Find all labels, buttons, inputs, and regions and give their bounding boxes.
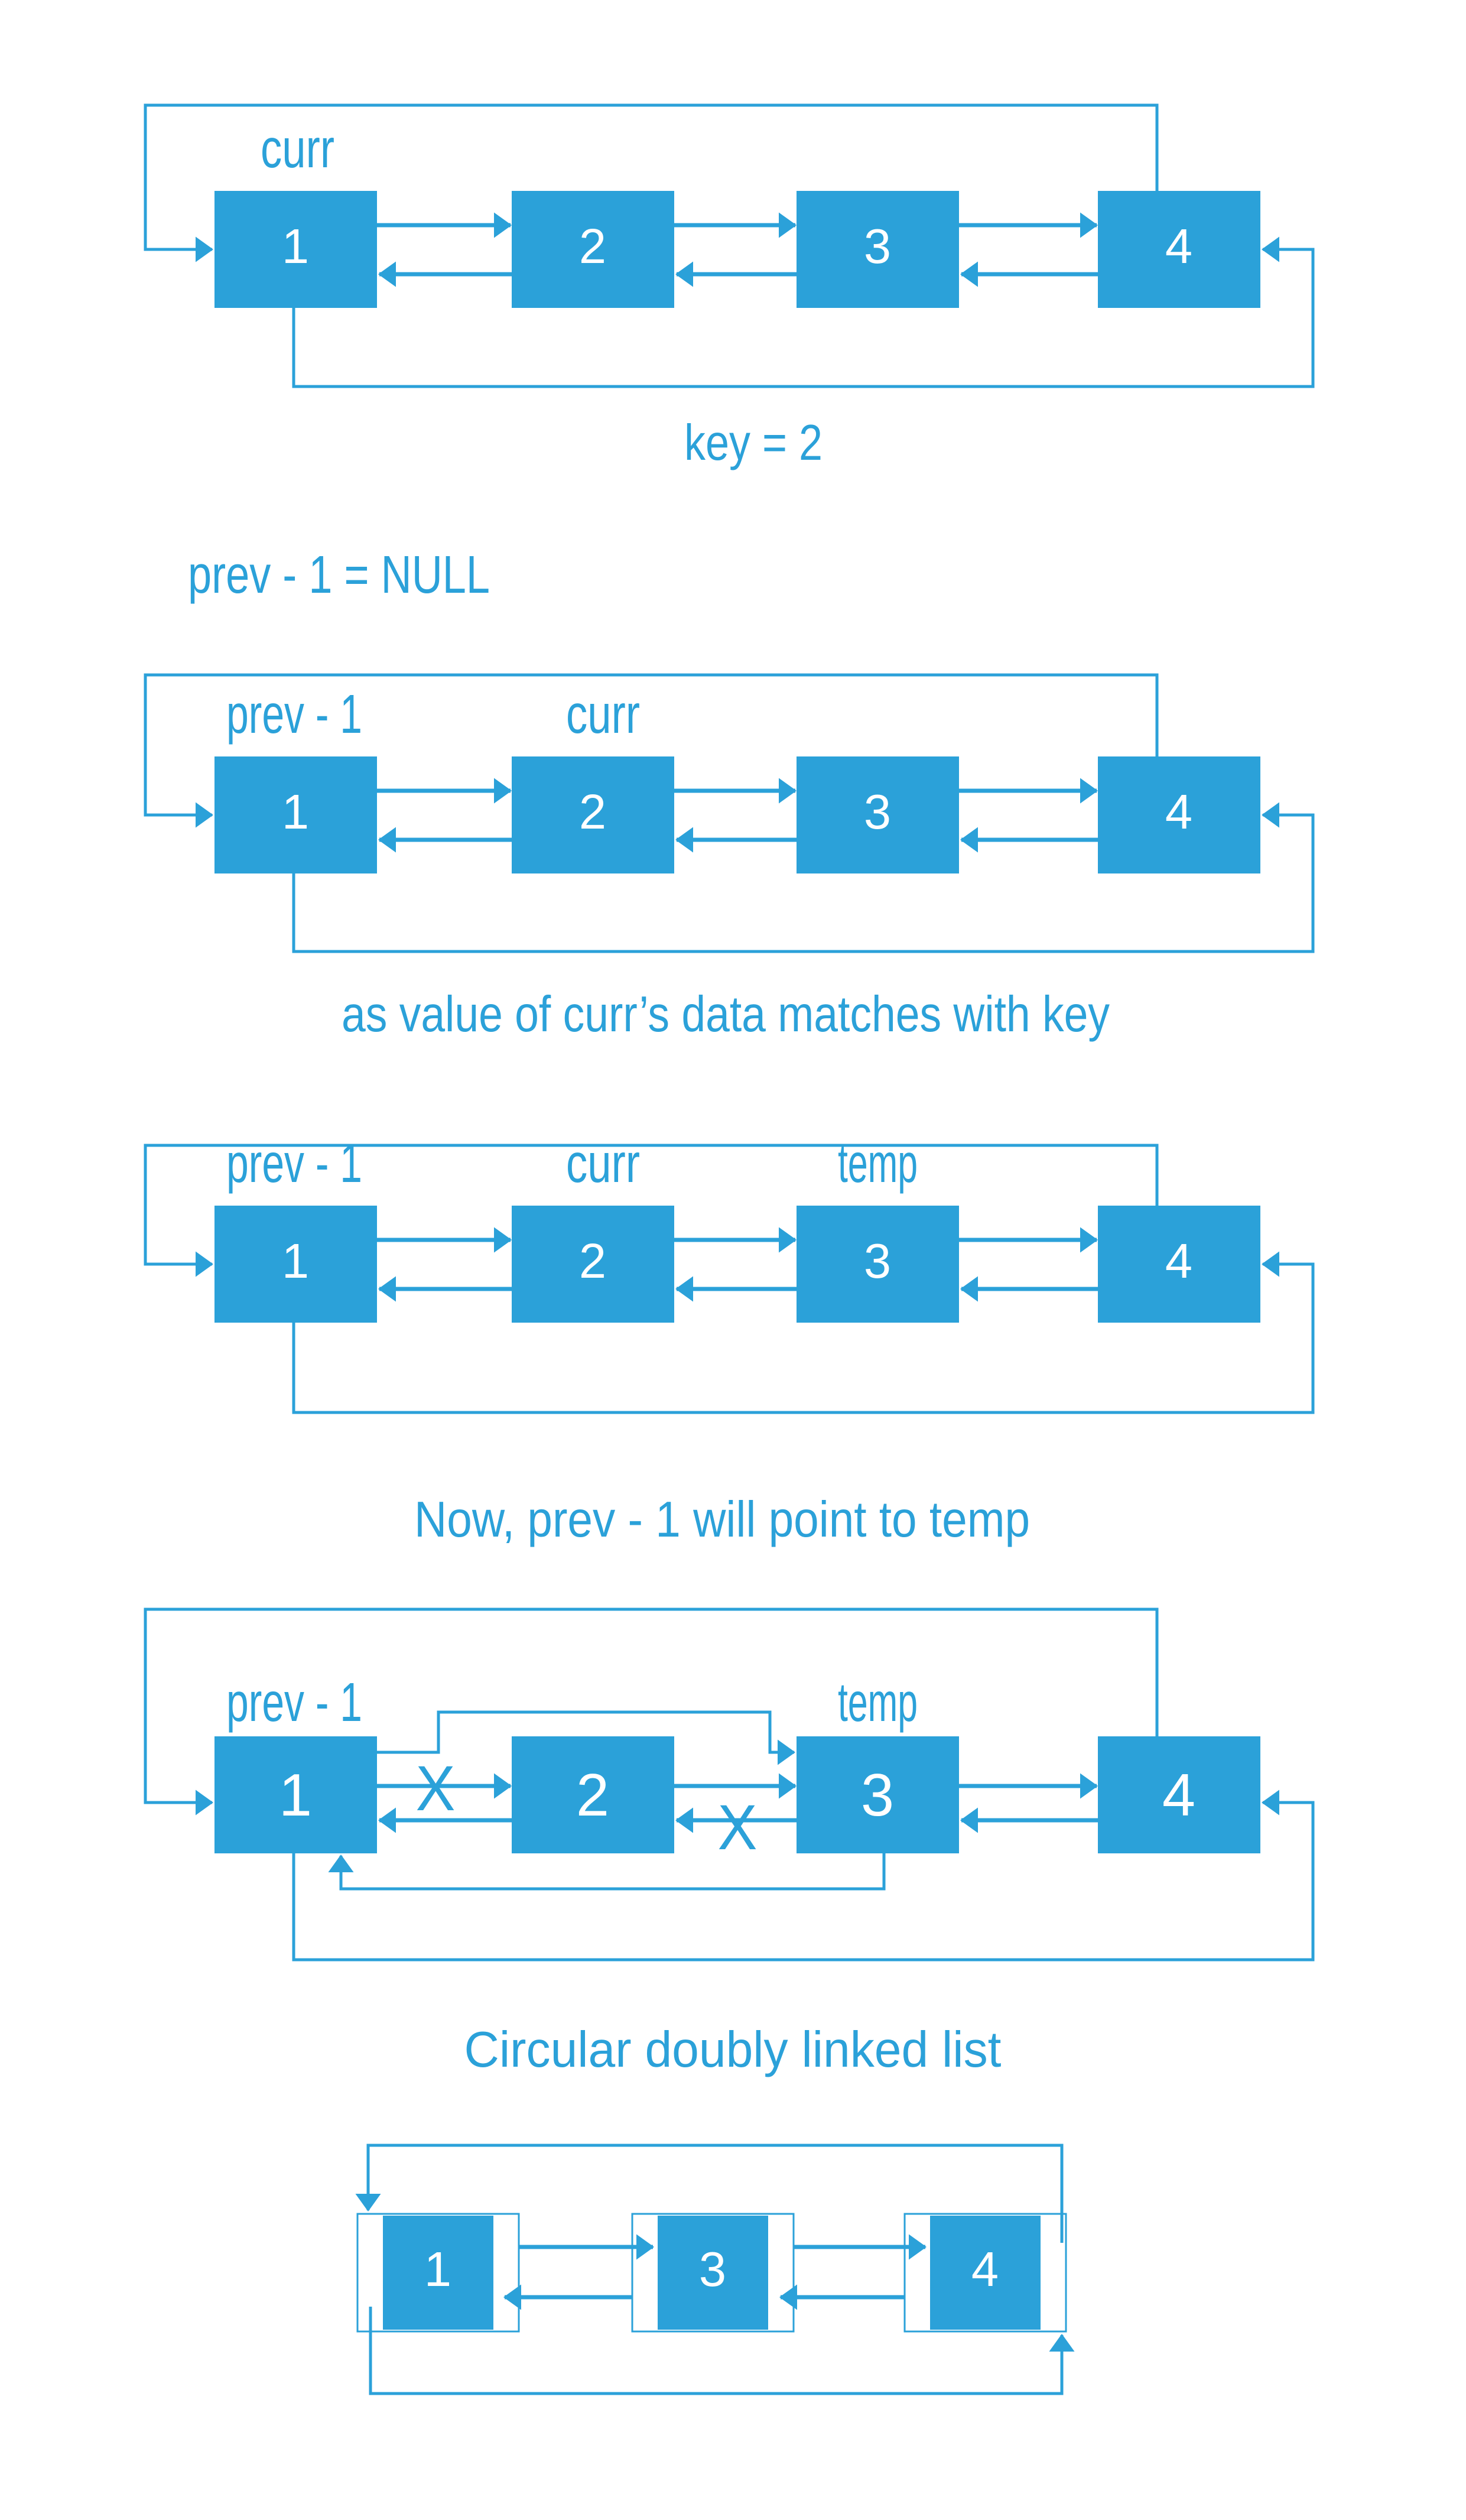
node-value: 4 [1165,784,1192,839]
diagram-step4-relink: 1 2 3 4 X X prev - 1 temp Circular doubl… [144,1608,1315,2078]
node-value: 4 [1162,1762,1195,1829]
list-node [797,191,959,308]
list-node [1098,756,1260,873]
circular-next-link-line [144,1608,1159,1816]
circular-prev-link-line [292,1790,1315,1962]
node-value: 4 [971,2242,999,2297]
node-value: 1 [282,784,309,839]
circular-next-link-line [144,103,1159,262]
circular-next-link-line [355,2144,1064,2243]
node-value: 1 [282,1233,309,1288]
step2-caption: as value of curr’s data matches with key [342,986,1110,1043]
list-node [1098,1736,1260,1853]
node-value: 2 [579,219,606,274]
list-node [1098,191,1260,308]
temp-pointer-label: temp [838,1132,918,1194]
list-node-data [930,2216,1041,2330]
list-node [512,756,674,873]
step1-caption: key = 2 [684,415,823,471]
list-node [214,1206,377,1323]
node-value: 1 [282,219,309,274]
node-value: 2 [579,784,606,839]
node-value: 3 [861,1762,894,1829]
list-node [214,756,377,873]
node-value: 3 [864,784,891,839]
curr-pointer-label: curr [566,1132,640,1194]
diagram-step3-temp-set: 1 2 3 4 prev - 1 curr temp Now, prev - 1… [144,1132,1315,1548]
node-value: 3 [864,1233,891,1288]
circular-prev-link-line [292,236,1315,388]
node-value: 1 [279,1762,312,1829]
broken-prev-x-mark: X [718,1791,758,1863]
prev-pointer-label: prev - 1 [226,683,362,745]
list-node [797,756,959,873]
prev-pointer-label: prev - 1 [226,1132,362,1194]
diagram-step5-result-list: 1 3 4 [355,2144,1075,2395]
list-node [512,1736,674,1853]
diagram-step1-initial-list: 1 2 3 4 curr key = 2 [144,103,1315,471]
prev-pointer-label: prev - 1 [226,1671,362,1733]
list-node [214,1736,377,1853]
list-node-data [383,2216,493,2330]
node-value: 2 [579,1233,606,1288]
curr-pointer-label: curr [261,118,334,179]
list-node [214,191,377,308]
circular-prev-link-line [292,1251,1315,1414]
broken-next-x-mark: X [416,1752,456,1824]
node-value: 4 [1165,219,1192,274]
circular-prev-link-line [292,802,1315,953]
list-node [797,1736,959,1853]
step3-caption: Now, prev - 1 will point to temp [414,1492,1030,1548]
circular-next-link-line [144,1144,1159,1277]
node-value: 3 [699,2242,726,2297]
node-value: 4 [1165,1233,1192,1288]
node-value: 2 [576,1762,609,1829]
list-node [797,1206,959,1323]
node-value: 3 [864,219,891,274]
new-prev-link-bypass [328,1853,886,1891]
circular-next-link-line [144,673,1159,828]
circular-prev-link-line [369,2307,1075,2395]
list-node [512,1206,674,1323]
temp-pointer-label: temp [838,1671,918,1733]
diagram-step2-curr-found: 1 2 3 4 prev - 1 curr as value of curr’s… [144,673,1315,1043]
prev-null-note: prev - 1 = NULL [188,545,490,605]
step4-caption: Circular doubly linked list [464,2022,1002,2078]
node-value: 1 [424,2242,451,2297]
curr-pointer-label: curr [566,683,640,745]
list-node-data [658,2216,768,2330]
new-next-link-bypass [377,1710,795,1765]
list-node [512,191,674,308]
list-node [1098,1206,1260,1323]
